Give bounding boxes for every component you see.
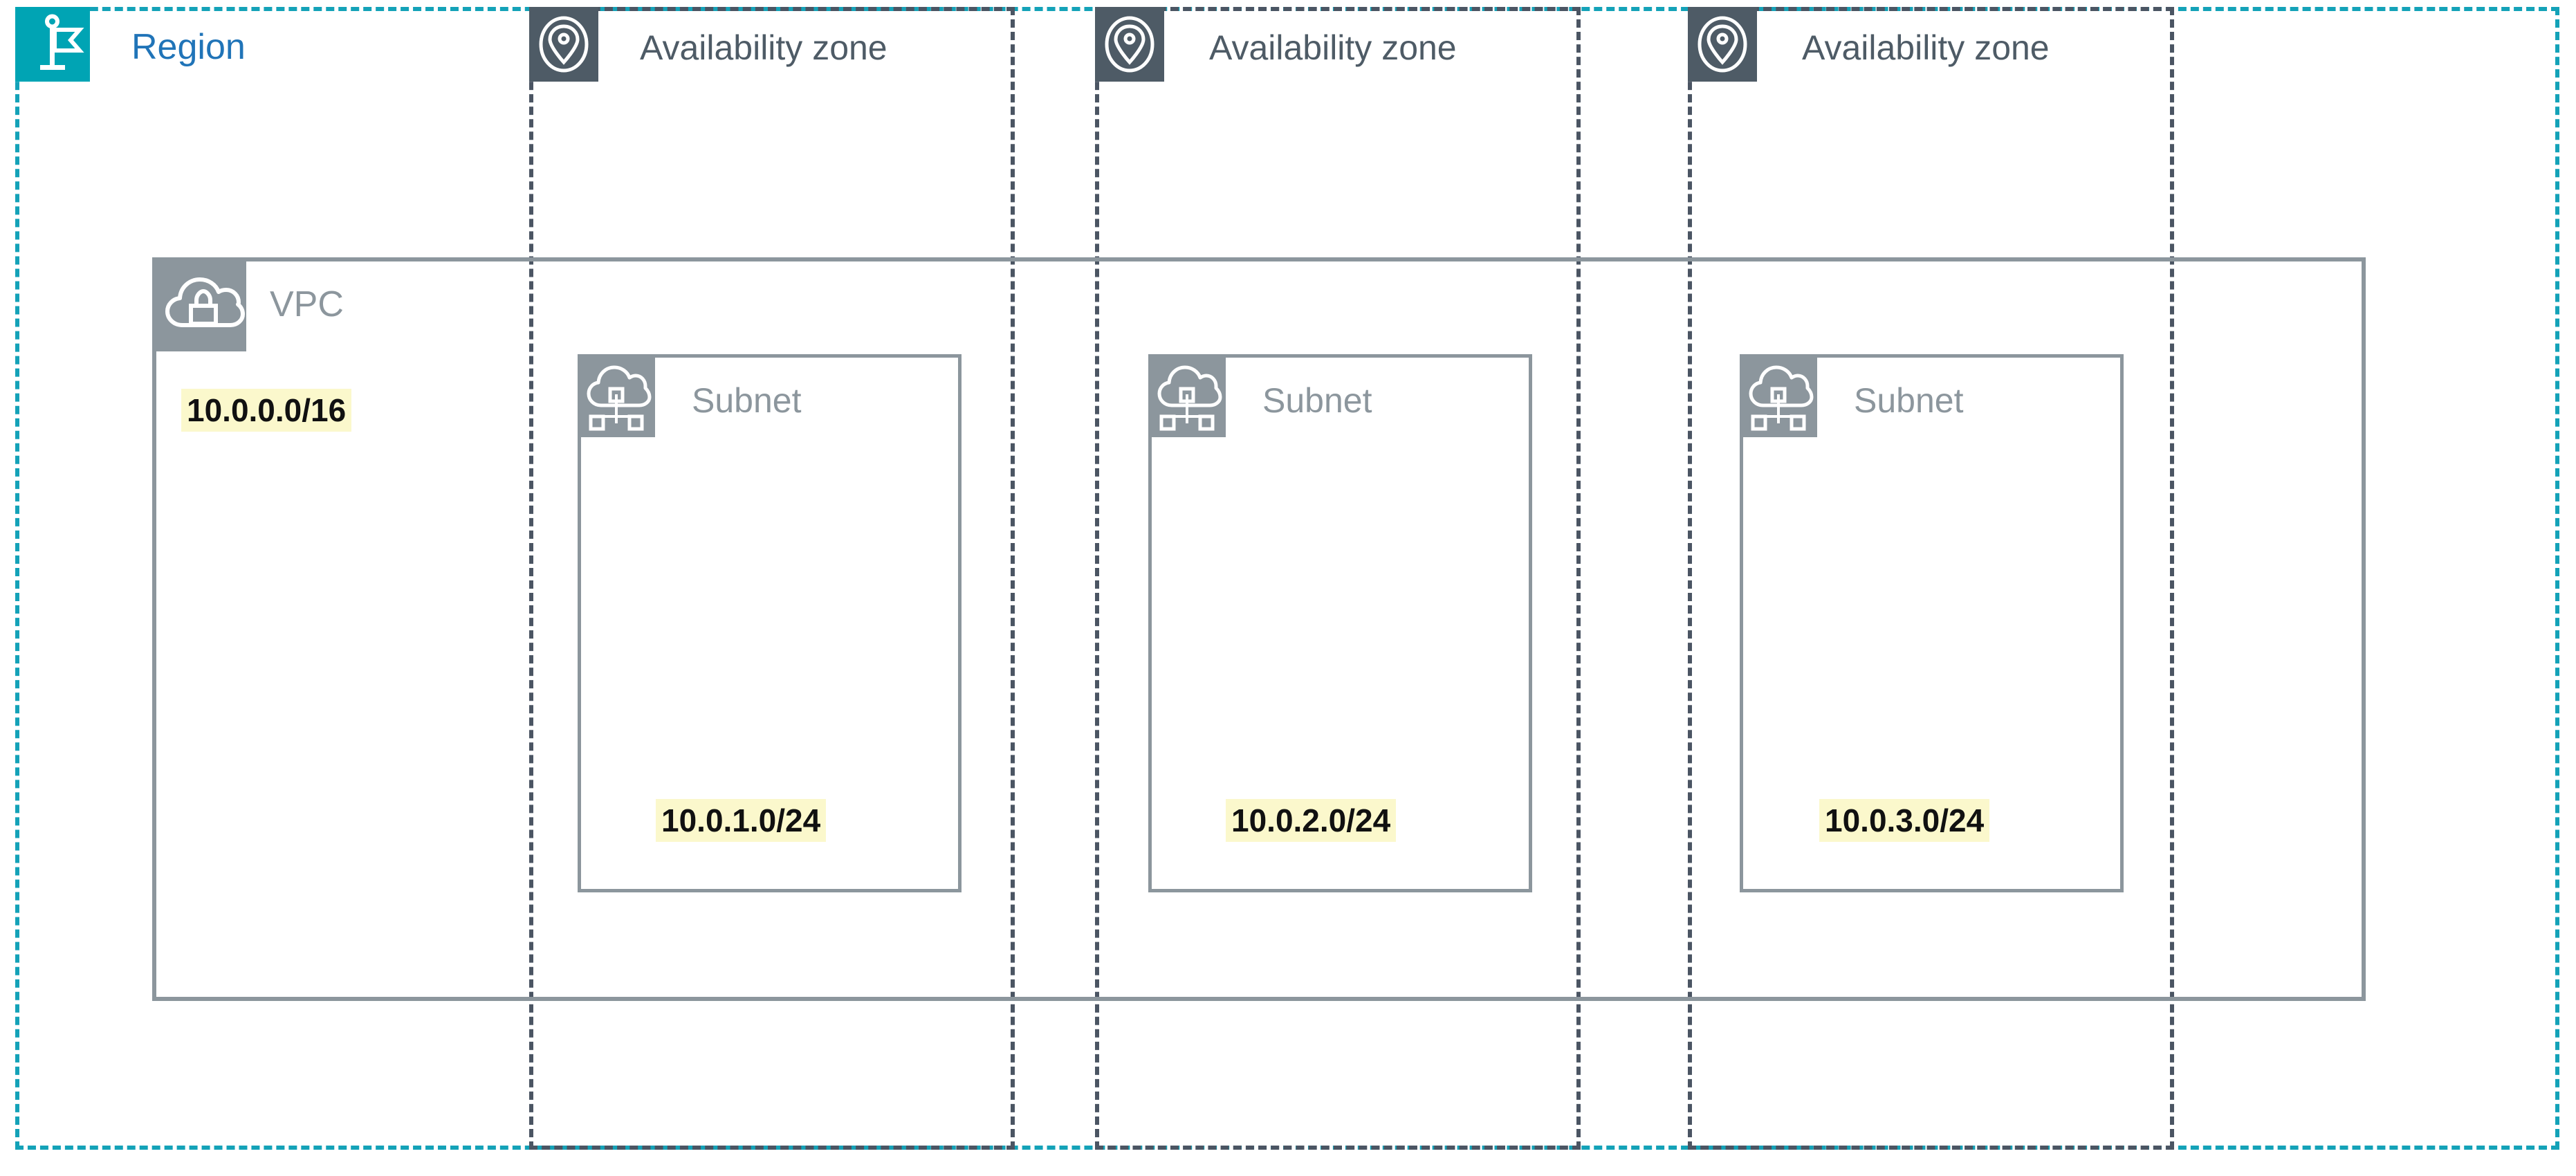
availability-zone-pin-icon <box>1095 7 1164 82</box>
availability-zone-3-label: Availability zone <box>1802 28 2050 67</box>
subnet-2-label: Subnet <box>1262 381 1372 420</box>
vpc-label: VPC <box>270 284 344 324</box>
vpc-cloud-lock-icon <box>152 257 246 351</box>
subnet-cloud-network-icon <box>578 354 655 437</box>
subnet-cloud-network-icon <box>1740 354 1817 437</box>
subnet-3-label: Subnet <box>1854 381 1964 420</box>
subnet-1-cidr-badge: 10.0.1.0/24 <box>656 799 827 842</box>
availability-zone-2-label: Availability zone <box>1209 28 1457 67</box>
availability-zone-1-boundary <box>529 7 1015 1150</box>
subnet-3-cidr-badge: 10.0.3.0/24 <box>1819 799 1990 842</box>
availability-zone-pin-icon <box>1688 7 1757 82</box>
region-label: Region <box>131 27 246 67</box>
vpc-boundary <box>152 257 2366 1001</box>
subnet-2-cidr-badge: 10.0.2.0/24 <box>1226 799 1397 842</box>
availability-zone-2-boundary <box>1095 7 1581 1150</box>
region-flag-icon <box>15 7 90 82</box>
availability-zone-pin-icon <box>529 7 598 82</box>
vpc-cidr-badge: 10.0.0.0/16 <box>181 389 352 432</box>
availability-zone-1-label: Availability zone <box>640 28 887 67</box>
availability-zone-3-boundary <box>1688 7 2174 1150</box>
subnet-1-label: Subnet <box>692 381 802 420</box>
subnet-cloud-network-icon <box>1148 354 1226 437</box>
